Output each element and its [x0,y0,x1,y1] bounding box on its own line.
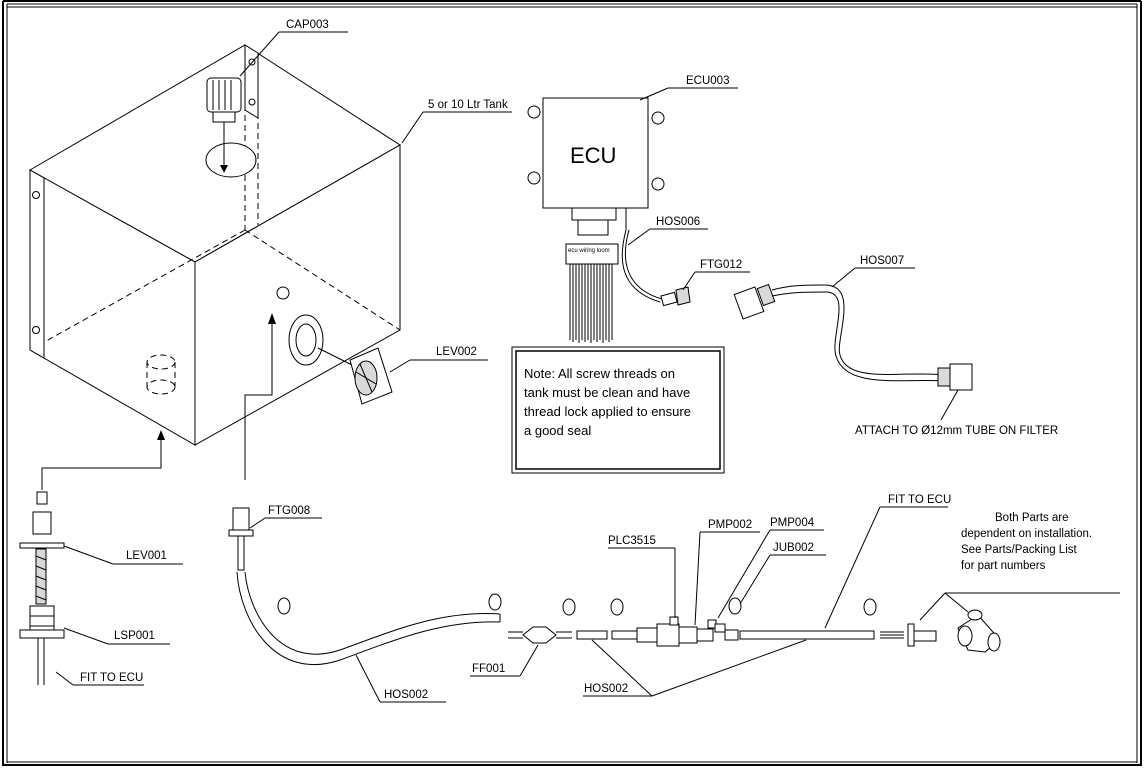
both-parts-line: See Parts/Packing List [961,544,1078,556]
label-ecu003: ECU003 [686,75,729,87]
label-fit-to-ecu-right: FIT TO ECU [888,494,951,506]
loom-text: ecu wiring loom [568,248,610,254]
label-jub002: JUB002 [773,542,814,554]
ecu-part [527,97,691,343]
label-pmp004: PMP004 [770,517,815,529]
note-line: tank must be clean and have [524,385,690,400]
label-attach: ATTACH TO Ø12mm TUBE ON FILTER [855,425,1058,437]
label-hos002-left: HOS002 [384,689,428,701]
label-hos007: HOS007 [860,255,904,267]
label-ff001: FF001 [472,663,505,675]
note-line: thread lock applied to ensure [524,404,691,419]
label-ftg012: FTG012 [700,259,742,271]
hose-assembly [228,507,1001,666]
ecu-text: ECU [570,143,616,168]
part-labels: ECU ecu wiring loom CAP003 5 or 10 Ltr T… [80,19,1092,701]
label-lev001: LEV001 [126,550,167,562]
hose-clips [277,593,877,616]
note-box: Note: All screw threads on tank must be … [511,346,725,474]
loom-wires [569,264,613,343]
label-lev002: LEV002 [436,346,477,358]
hos007-part [733,283,973,391]
cap-part [205,77,257,178]
label-cap003: CAP003 [286,19,329,31]
both-parts-line: dependent on installation. [961,528,1092,540]
label-fit-to-ecu-left: FIT TO ECU [80,672,143,684]
level-sensor-part [19,491,65,685]
label-hos006: HOS006 [656,216,700,228]
assembly-arrows [41,313,276,490]
label-plc3515: PLC3515 [608,535,656,547]
both-parts-line: Both Parts are [995,512,1069,524]
note-line: Note: All screw threads on [524,366,675,381]
leader-lines [55,31,1120,703]
level-sight-part [288,314,393,405]
label-pmp002: PMP002 [708,519,752,531]
both-parts-line: for part numbers [961,560,1046,572]
label-ftg008: FTG008 [268,505,310,517]
label-hos002-right: HOS002 [584,683,628,695]
label-lsp001: LSP001 [114,630,155,642]
note-line: a good seal [524,423,591,438]
label-tank: 5 or 10 Ltr Tank [428,99,508,111]
